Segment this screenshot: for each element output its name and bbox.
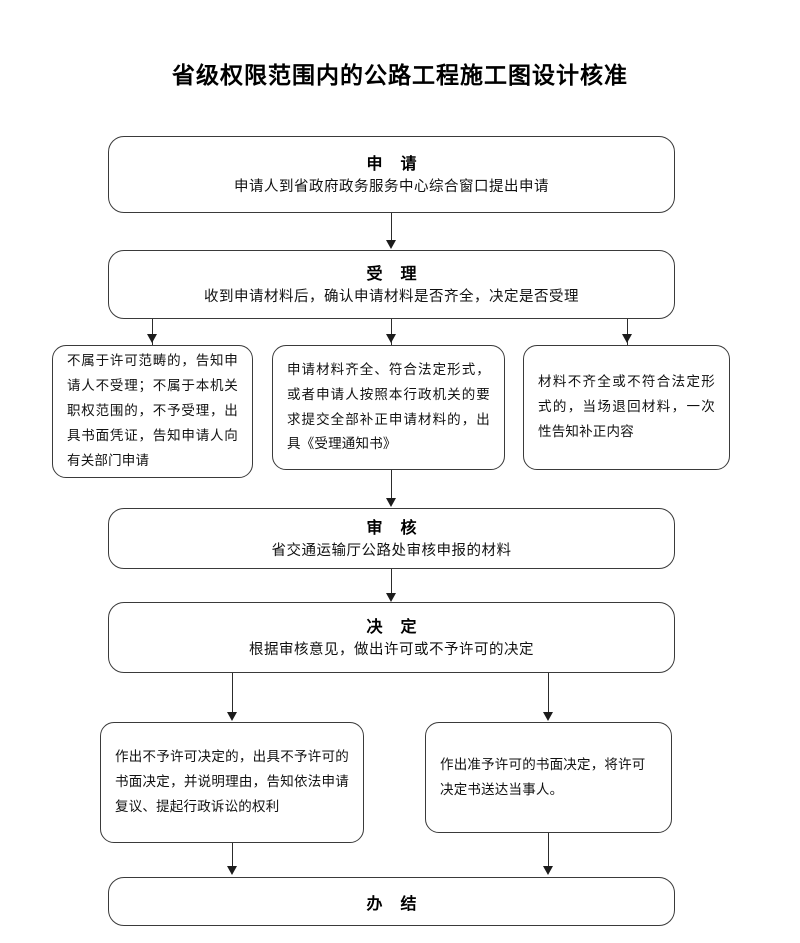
- node-finish-heading: 办 结: [366, 895, 424, 913]
- edge-accept-left-line: [152, 319, 153, 345]
- edge-grant-finish-line: [548, 833, 549, 871]
- edge-decision-grant-line: [548, 673, 549, 718]
- node-finish: 办 结: [108, 877, 675, 926]
- node-decision-heading: 决 定: [366, 619, 424, 637]
- edge-grant-finish-arrow: [543, 866, 553, 875]
- node-apply-heading: 申 请: [366, 156, 424, 174]
- edge-accept-right-arrow: [622, 334, 632, 343]
- edge-accept-left-arrow: [147, 334, 157, 343]
- node-decision-text: 根据审核意见，做出许可或不予许可的决定: [249, 642, 534, 659]
- node-result-grant: 作出准予许可的书面决定，将许可决定书送达当事人。: [425, 722, 672, 833]
- node-apply-text: 申请人到省政府政务服务中心综合窗口提出申请: [234, 179, 549, 196]
- node-review: 审 核 省交通运输厅公路处审核申报的材料: [108, 508, 675, 569]
- edge-decision-grant-arrow: [543, 712, 553, 721]
- edge-decision-deny-arrow: [227, 712, 237, 721]
- page-title: 省级权限范围内的公路工程施工图设计核准: [172, 62, 628, 88]
- edge-middle-review-line: [391, 470, 392, 503]
- edge-review-decision-line: [391, 569, 392, 597]
- node-branch-middle: 申请材料齐全、符合法定形式，或者申请人按照本行政机关的要求提交全部补正申请材料的…: [272, 345, 505, 470]
- node-branch-right-text: 材料不齐全或不符合法定形式的，当场退回材料，一次性告知补正内容: [538, 374, 715, 439]
- edge-accept-middle-arrow: [386, 334, 396, 343]
- edge-review-decision-arrow: [386, 593, 396, 602]
- edge-accept-right-line: [627, 319, 628, 345]
- node-branch-left: 不属于许可范畴的，告知申请人不受理；不属于本机关职权范围的，不予受理，出具书面凭…: [52, 345, 253, 478]
- edge-deny-finish-arrow: [227, 866, 237, 875]
- node-branch-middle-text: 申请材料齐全、符合法定形式，或者申请人按照本行政机关的要求提交全部补正申请材料的…: [287, 361, 490, 452]
- node-branch-left-text: 不属于许可范畴的，告知申请人不受理；不属于本机关职权范围的，不予受理，出具书面凭…: [67, 353, 238, 468]
- node-apply: 申 请 申请人到省政府政务服务中心综合窗口提出申请: [108, 136, 675, 213]
- node-review-text: 省交通运输厅公路处审核申报的材料: [271, 543, 512, 560]
- edge-apply-accept-arrow: [386, 240, 396, 249]
- node-result-deny: 作出不予许可决定的，出具不予许可的书面决定，并说明理由，告知依法申请复议、提起行…: [100, 722, 364, 843]
- node-result-grant-text: 作出准予许可的书面决定，将许可决定书送达当事人。: [440, 756, 646, 797]
- node-accept-heading: 受 理: [366, 266, 424, 284]
- edge-middle-review-arrow: [386, 498, 396, 507]
- edge-apply-accept-line: [391, 213, 392, 241]
- node-result-deny-text: 作出不予许可决定的，出具不予许可的书面决定，并说明理由，告知依法申请复议、提起行…: [115, 749, 349, 814]
- node-review-heading: 审 核: [366, 520, 424, 538]
- node-branch-right: 材料不齐全或不符合法定形式的，当场退回材料，一次性告知补正内容: [523, 345, 730, 470]
- node-accept-text: 收到申请材料后，确认申请材料是否齐全，决定是否受理: [204, 289, 579, 306]
- edge-accept-middle-line: [391, 319, 392, 345]
- node-decision: 决 定 根据审核意见，做出许可或不予许可的决定: [108, 602, 675, 673]
- edge-deny-finish-line: [232, 843, 233, 871]
- node-accept: 受 理 收到申请材料后，确认申请材料是否齐全，决定是否受理: [108, 250, 675, 319]
- edge-decision-deny-line: [232, 673, 233, 718]
